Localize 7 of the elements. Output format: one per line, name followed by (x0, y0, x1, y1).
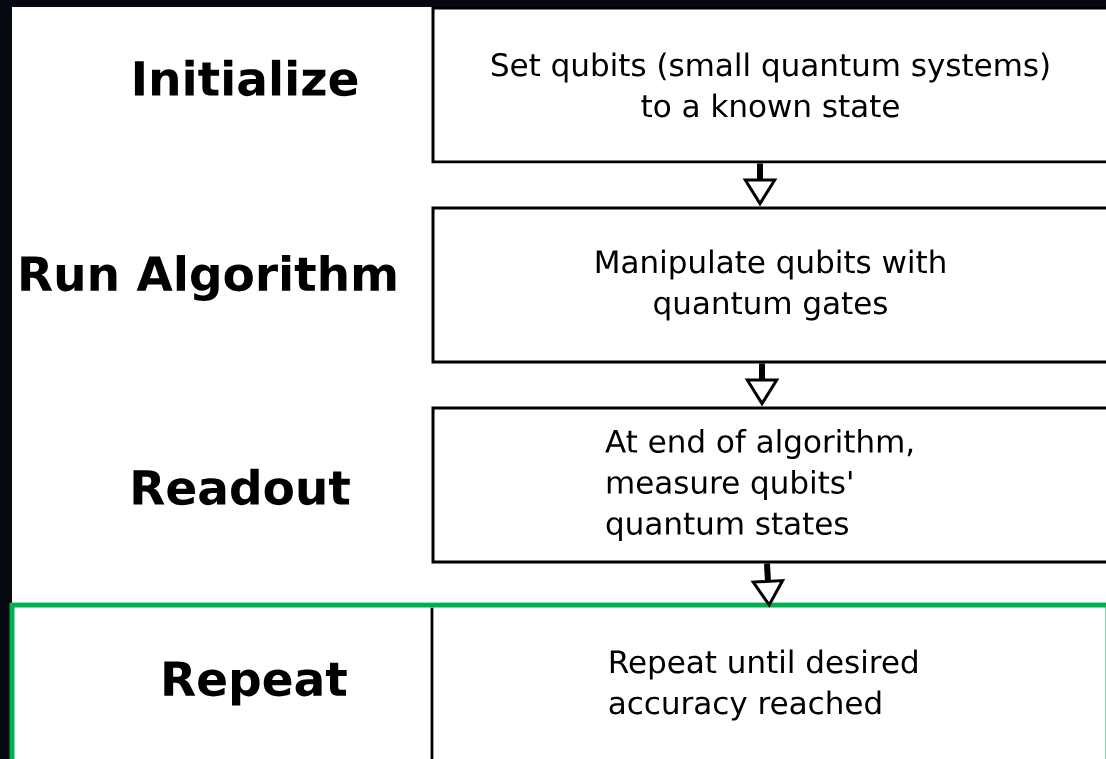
process-box: Manipulate qubits with quantum gates (431, 206, 1106, 364)
process-box: Repeat until desired accuracy reached (430, 607, 917, 759)
row-heading: Initialize (134, 59, 358, 97)
process-box: Set qubits (small quantum systems) to a known state (431, 6, 1106, 164)
process-box: At end of algorithm, measure qubits' quantum states (431, 406, 1106, 564)
row-heading: Run Algorithm (21, 255, 396, 301)
row-heading: Readout (133, 468, 350, 506)
